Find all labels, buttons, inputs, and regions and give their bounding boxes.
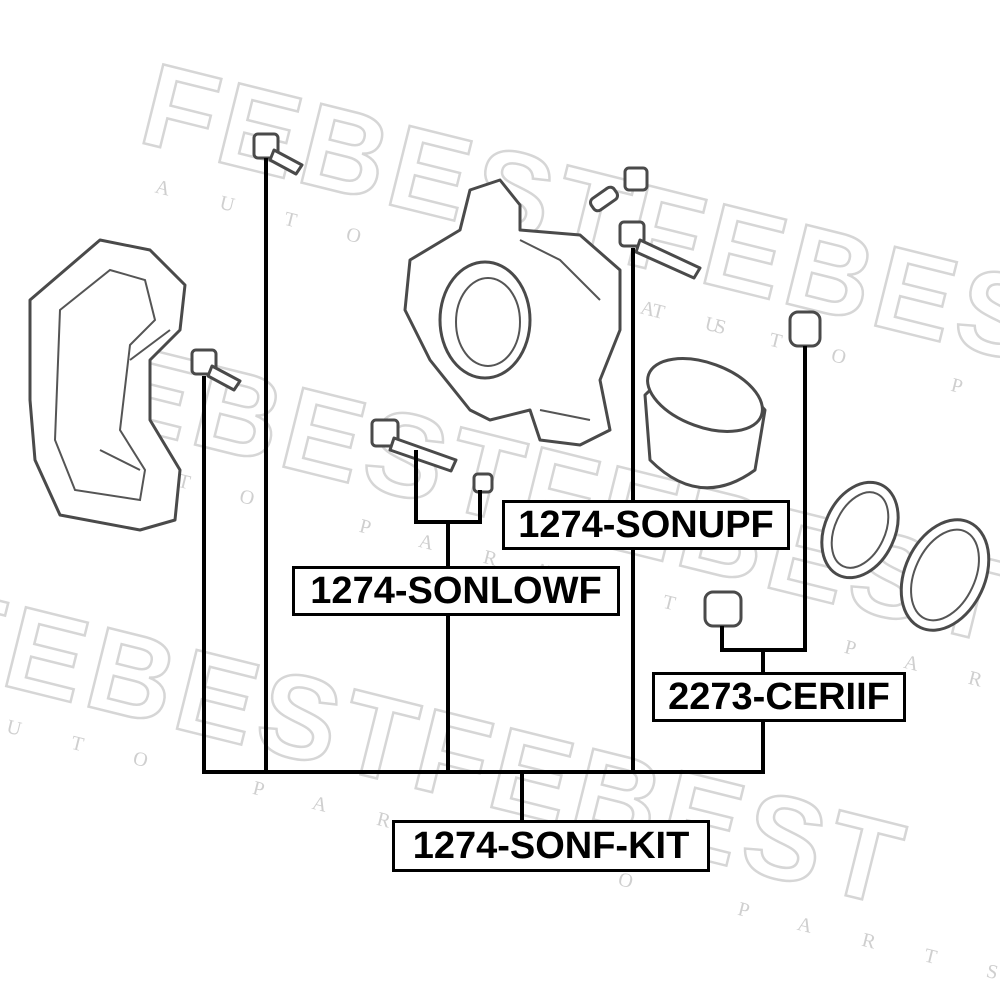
- lower-guide-pin: [370, 418, 494, 494]
- bleeder-screw: [588, 166, 649, 213]
- lower-pin-part-number: 1274-SONLOWF: [310, 570, 602, 612]
- upper-pin-part-number: 1274-SONUPF: [518, 504, 774, 546]
- label-upper-pin: 1274-SONUPF: [502, 500, 790, 550]
- label-full-kit: 1274-SONF-KIT: [392, 820, 710, 872]
- full-kit-part-number: 1274-SONF-KIT: [412, 825, 690, 867]
- caliper-piston: [643, 357, 767, 490]
- label-piston-seal-kit: 2273-CERIIF: [652, 672, 906, 722]
- piston-seal-rings: [820, 480, 991, 632]
- guide-boot-upper: [788, 310, 822, 348]
- caliper-bracket: [28, 238, 187, 532]
- upper-guide-pin: [618, 220, 702, 280]
- bracket-bolt-lower: [190, 348, 242, 392]
- guide-boot-lower: [703, 590, 743, 628]
- leader-lines: [202, 158, 807, 824]
- label-lower-pin: 1274-SONLOWF: [292, 566, 620, 616]
- caliper-body: [403, 178, 622, 447]
- piston-seal-kit-part-number: 2273-CERIIF: [668, 676, 890, 718]
